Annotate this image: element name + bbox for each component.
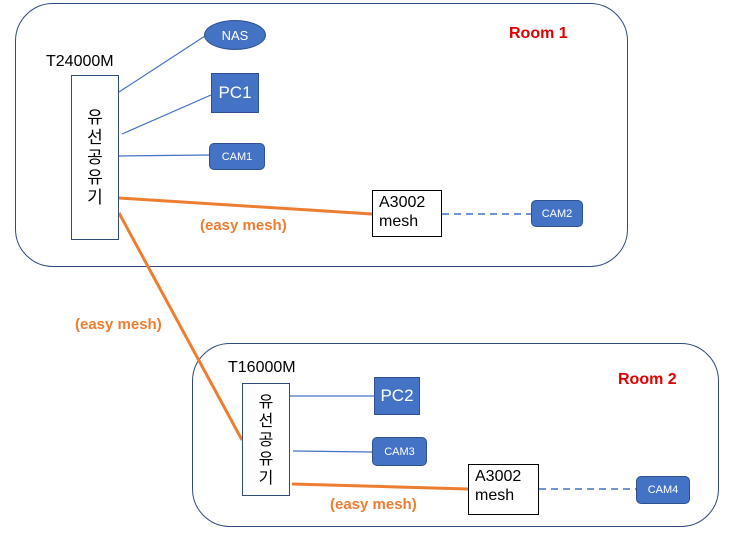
router-1-char: 공 bbox=[87, 147, 103, 168]
router-1-char: 유 bbox=[87, 167, 103, 188]
mesh-2-model: A3002 bbox=[475, 468, 522, 485]
router-2-char: 유 bbox=[258, 449, 274, 468]
cam2-node[interactable]: CAM2 bbox=[531, 200, 583, 227]
link-router1-router2 bbox=[117, 212, 244, 441]
pc2-node[interactable]: PC2 bbox=[374, 377, 420, 415]
router-2-char: 기 bbox=[258, 468, 274, 487]
router-1-model-label: T24000M bbox=[46, 53, 114, 70]
link-router1-mesh1 bbox=[118, 196, 373, 216]
mesh-1-type: mesh bbox=[379, 213, 419, 230]
pc1-node[interactable]: PC1 bbox=[211, 73, 259, 113]
router-1-char: 선 bbox=[87, 127, 103, 148]
router-2-char: 공 bbox=[258, 430, 274, 449]
cam3-node[interactable]: CAM3 bbox=[372, 437, 427, 466]
room-1-title: Room 1 bbox=[509, 25, 568, 42]
router-1-char: 유 bbox=[87, 107, 103, 128]
room-1-mesh-link-label: (easy mesh) bbox=[200, 217, 287, 234]
router-2[interactable]: 유 선 공 유 기 bbox=[242, 383, 290, 496]
nas-node[interactable]: NAS bbox=[204, 20, 266, 50]
link-router1-cam1 bbox=[118, 154, 210, 157]
link-router1-pc1 bbox=[121, 94, 212, 135]
mesh-1-node[interactable]: A3002 mesh bbox=[372, 190, 442, 237]
link-router2-cam3 bbox=[292, 450, 373, 453]
room-2-mesh-link-label: (easy mesh) bbox=[330, 496, 417, 513]
router-1-char: 기 bbox=[87, 187, 103, 208]
mesh-2-node[interactable]: A3002 mesh bbox=[468, 464, 539, 515]
mesh-1-model: A3002 bbox=[379, 194, 426, 211]
mesh-2-type: mesh bbox=[475, 487, 515, 504]
router-2-char: 선 bbox=[258, 411, 274, 430]
cam4-node[interactable]: CAM4 bbox=[636, 476, 690, 504]
router-2-char: 유 bbox=[258, 392, 274, 411]
router-2-model-label: T16000M bbox=[228, 359, 296, 376]
room-2-title: Room 2 bbox=[618, 371, 677, 388]
cam1-node[interactable]: CAM1 bbox=[209, 143, 265, 170]
router-1[interactable]: 유 선 공 유 기 bbox=[71, 75, 119, 240]
inter-room-mesh-link-label: (easy mesh) bbox=[75, 316, 162, 333]
link-router2-mesh2 bbox=[291, 482, 469, 491]
link-router1-nas bbox=[118, 35, 206, 93]
